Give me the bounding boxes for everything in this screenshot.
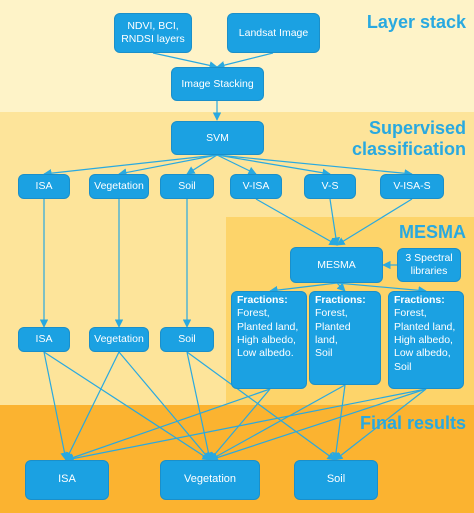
fractions-list: Forest, Planted land, Soil xyxy=(315,307,351,360)
arrow-frac2-to-final-soil xyxy=(331,384,346,461)
spectral-libraries-box: 3 Spectral libraries xyxy=(397,248,461,282)
arrow-mid-isa-to-final-veg xyxy=(43,351,211,461)
arrow-mid-veg-to-final-isa xyxy=(65,351,120,461)
arrow-landsat-to-stacking xyxy=(216,52,274,70)
arrow-v-isa-to-mesma xyxy=(255,198,338,246)
arrow-v-isa-s-to-mesma xyxy=(336,198,413,246)
arrow-frac3-to-final-veg xyxy=(209,388,427,462)
final-soil-box: Soil xyxy=(294,460,378,500)
fractions-list: Forest, Planted land, High albedo, Low a… xyxy=(237,307,299,360)
fractions-box-3: Fractions: Forest, Planted land, High al… xyxy=(388,291,464,389)
arrow-svm-to-v-isa-s xyxy=(216,154,413,178)
final-isa-box: ISA xyxy=(25,460,109,500)
arrow-indices-to-stacking xyxy=(152,52,218,70)
arrow-frac2-to-final-veg xyxy=(209,384,346,461)
svm-soil-box: Soil xyxy=(160,174,214,199)
fractions-heading: Fractions: xyxy=(315,294,366,306)
indices-layers-box: NDVI, BCI, RNDSI layers xyxy=(114,13,192,53)
fractions-heading: Fractions: xyxy=(237,294,288,306)
fractions-box-2: Fractions: Forest, Planted land, Soil xyxy=(309,291,381,385)
fractions-list: Forest, Planted land, High albedo, Low a… xyxy=(394,307,456,373)
arrow-v-s-to-mesma xyxy=(329,198,341,246)
arrow-mesma-to-fractions-3 xyxy=(336,282,427,295)
mesma-box: MESMA xyxy=(290,247,383,283)
arrow-mid-isa-to-final-isa xyxy=(43,351,69,461)
arrow-mesma-to-fractions-2 xyxy=(336,282,346,292)
arrow-svm-to-isa xyxy=(43,154,218,178)
section-title-supervised-classification: Supervised classification xyxy=(351,118,466,159)
mid-vegetation-box: Vegetation xyxy=(89,327,149,352)
arrow-frac3-to-final-isa xyxy=(65,388,427,463)
section-title-layer-stack: Layer stack xyxy=(366,12,466,32)
arrow-frac3-to-final-soil xyxy=(334,388,427,461)
svm-isa-box: ISA xyxy=(18,174,70,199)
svm-v-isa-box: V-ISA xyxy=(230,174,282,199)
section-title-final-results: Final results xyxy=(359,413,466,433)
image-stacking-box: Image Stacking xyxy=(171,67,264,101)
arrow-svm-to-soil xyxy=(186,154,218,175)
arrow-mid-veg-to-final-veg xyxy=(118,351,211,461)
arrow-svm-to-vegetation xyxy=(118,154,218,177)
svm-v-isa-s-box: V-ISA-S xyxy=(380,174,444,199)
fractions-heading: Fractions: xyxy=(394,294,445,306)
arrow-frac1-to-final-veg xyxy=(209,388,271,461)
svm-box: SVM xyxy=(171,121,264,155)
arrow-svm-to-v-isa xyxy=(216,154,257,175)
mid-isa-box: ISA xyxy=(18,327,70,352)
arrow-frac1-to-final-isa xyxy=(65,388,271,462)
mid-soil-box: Soil xyxy=(160,327,214,352)
svm-vegetation-box: Vegetation xyxy=(89,174,149,199)
section-title-mesma: MESMA xyxy=(399,222,466,242)
final-vegetation-box: Vegetation xyxy=(160,460,260,500)
arrow-mesma-to-fractions-1 xyxy=(269,282,338,295)
landsat-image-box: Landsat Image xyxy=(227,13,320,53)
arrow-svm-to-v-s xyxy=(216,154,331,177)
arrow-mid-soil-to-final-soil xyxy=(186,351,336,461)
svm-v-s-box: V-S xyxy=(304,174,356,199)
fractions-box-1: Fractions: Forest, Planted land, High al… xyxy=(231,291,307,389)
arrow-mid-soil-to-final-veg xyxy=(186,351,213,461)
